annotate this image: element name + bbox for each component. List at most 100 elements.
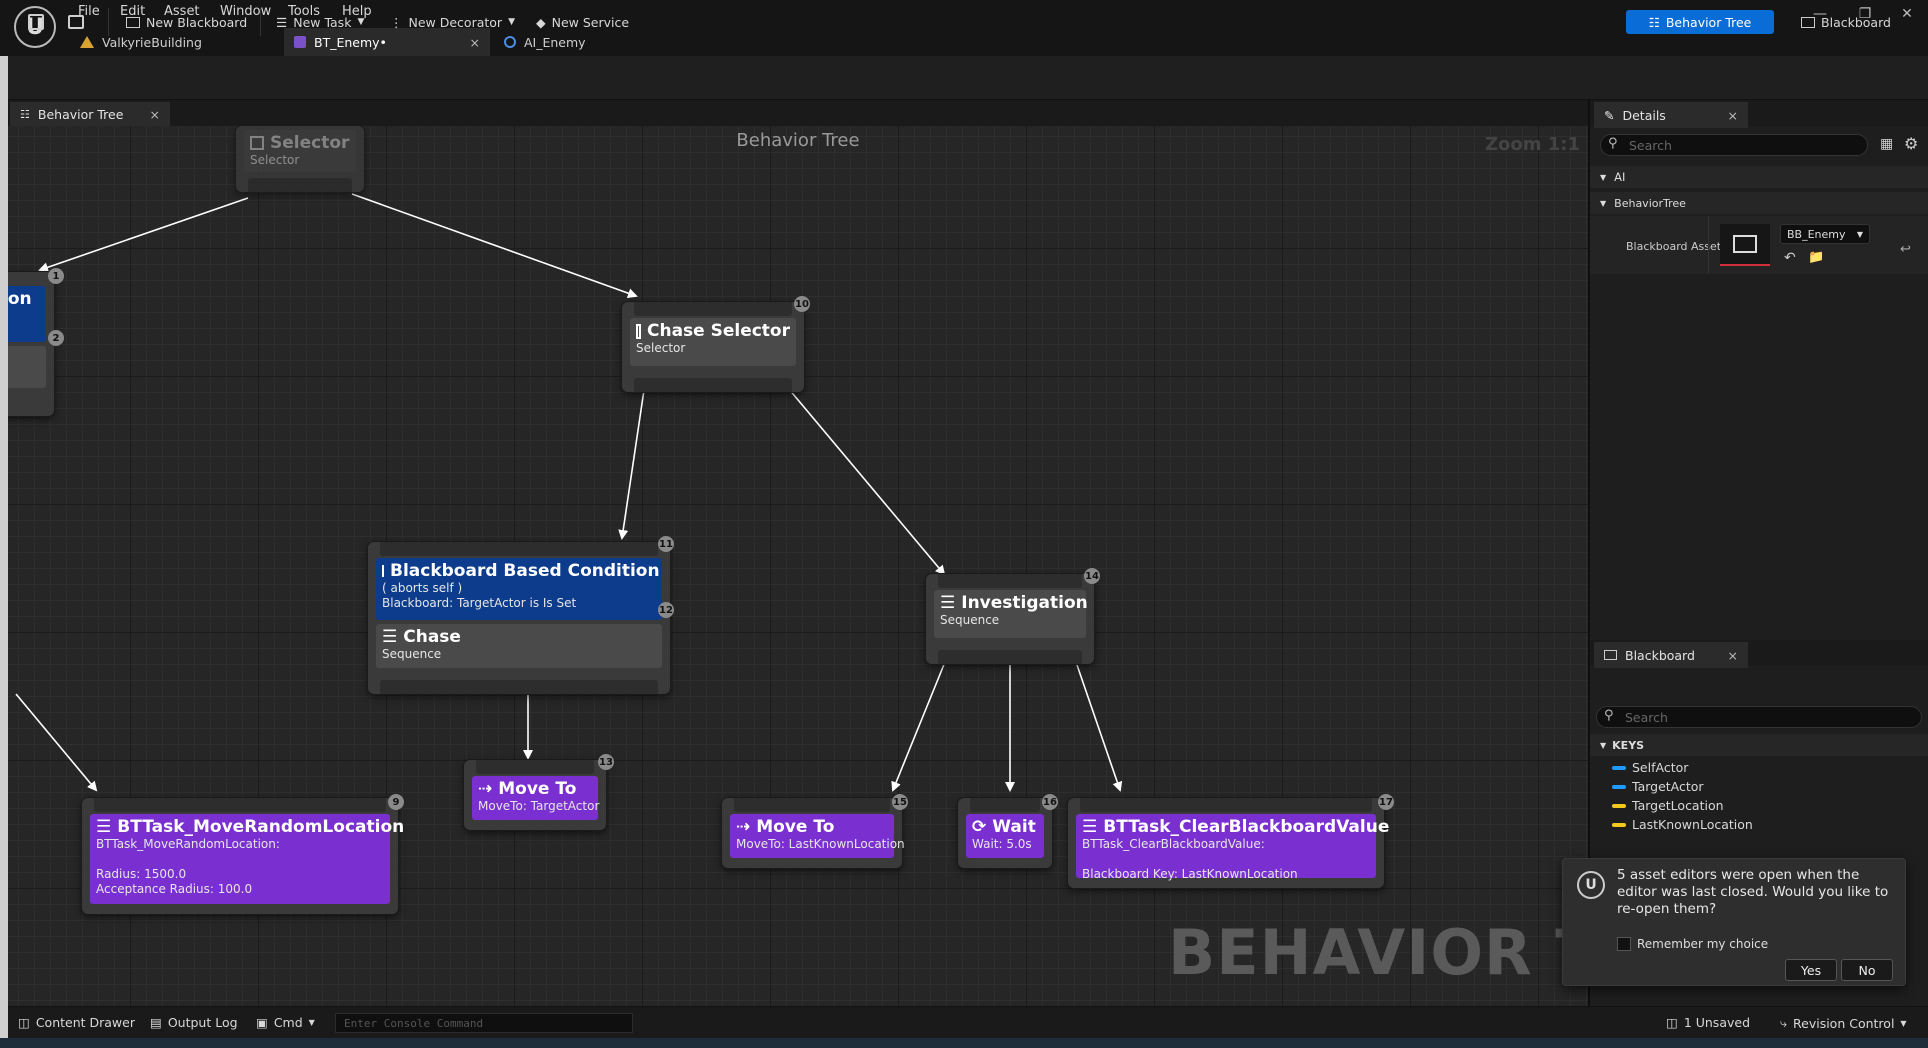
chevron-down-icon: ▼ [357,17,365,27]
close-tab-icon[interactable]: × [149,106,160,122]
close-tab-icon[interactable]: × [469,34,480,50]
behavior-tree-mode-button[interactable]: ☷ Behavior Tree [1626,10,1774,34]
close-window-icon[interactable]: ✕ [1901,6,1913,22]
save-icon[interactable] [22,10,50,34]
decorator-description: Blackboard: TargetActor is Is Set [382,596,577,610]
unsaved-button[interactable]: ◫ 1 Unsaved [1666,1015,1750,1030]
key-target-location[interactable]: TargetLocation [1612,796,1753,815]
menu-tools[interactable]: Tools [288,4,321,19]
doc-tab-ai-enemy[interactable]: AI_Enemy [494,28,694,56]
blackboard-icon [1801,16,1816,28]
node-title: BTTask_MoveRandomLocation [117,817,405,837]
new-task-label: New Task [293,14,352,30]
blackboard-mode-label: Blackboard [1821,14,1891,30]
keys-header[interactable]: ▼ KEYS [1590,734,1928,756]
asset-thumbnail[interactable] [1720,224,1770,266]
use-selected-icon[interactable]: ↶ [1784,250,1796,266]
details-search-input[interactable]: Search [1600,134,1868,156]
close-tab-icon[interactable]: × [1727,107,1738,123]
key-last-known-location[interactable]: LastKnownLocation [1612,815,1753,834]
new-blackboard-button[interactable]: New Blackboard [120,10,253,34]
blackboard-mode-button[interactable]: Blackboard [1796,10,1896,34]
node-description: BTTask_MoveRandomLocation: [96,837,280,851]
task-icon: ☰ [1082,817,1098,837]
tab-details[interactable]: ✎ Details × [1594,102,1748,128]
decorator-abort-mode: ( aborts self ) [382,581,463,595]
node-wait[interactable]: ⟳Wait Wait: 5.0s [958,798,1052,868]
new-service-button[interactable]: ◆ New Service [530,10,635,34]
node-title: Investigation [961,593,1088,613]
tab-behavior-tree[interactable]: ☷ Behavior Tree × [10,102,170,126]
table-view-icon[interactable]: ▦ [1880,136,1894,152]
node-move-to-last-known[interactable]: ⇢Move To MoveTo: LastKnownLocation [722,798,905,868]
gear-icon[interactable]: ⚙ [1904,134,1919,153]
new-service-label: New Service [551,14,630,30]
category-ai[interactable]: ▼ AI [1590,166,1928,188]
tab-blackboard[interactable]: Blackboard × [1594,642,1748,668]
doc-tab-valkyrie[interactable]: ValkyrieBuilding [70,28,280,56]
key-self-actor[interactable]: SelfActor [1612,758,1753,777]
doc-tab-bt-enemy[interactable]: BT_Enemy• × [284,28,490,56]
category-behavior-tree[interactable]: ▼ BehaviorTree [1590,192,1928,214]
node-clear-blackboard-value[interactable]: ☰BTTask_ClearBlackboardValue BTTask_Clea… [1068,798,1389,888]
toast-message: 5 asset editors were open when the edito… [1617,867,1889,917]
unsaved-label: 1 Unsaved [1683,1015,1751,1030]
node-investigation[interactable]: ☰Investigation Sequence [926,574,1094,664]
node-subtitle: Sequence [940,613,1000,627]
node-title: Wait [992,817,1036,837]
execution-index-badge: 14 [1084,568,1100,584]
node-left-partial[interactable]: ion [8,272,54,416]
blackboard-search-input[interactable]: Search [1596,706,1922,728]
combo-value: BB_Enemy [1787,227,1846,241]
node-title: Chase [403,627,461,647]
node-move-random-location[interactable]: ☰BTTask_MoveRandomLocation BTTask_MoveRa… [82,798,404,914]
sequence-icon: ☰ [382,627,398,647]
blackboard-icon [382,565,384,577]
menu-help[interactable]: Help [342,4,372,19]
node-move-to-target[interactable]: ⇢Move To MoveTo: TargetActor [464,760,606,830]
chevron-down-icon: ▼ [1900,1018,1907,1028]
key-target-actor[interactable]: TargetActor [1612,777,1753,796]
execution-index-badge: 17 [1378,794,1394,810]
level-icon [80,36,94,48]
remember-choice-checkbox[interactable]: Remember my choice [1617,937,1768,951]
browse-asset-icon[interactable]: 📁 [1808,250,1825,265]
key-name: TargetLocation [1632,798,1724,813]
decorator-blackboard-condition[interactable]: Blackboard Based Condition ( aborts self… [376,558,662,620]
content-drawer-button[interactable]: ◫ Content Drawer [18,1015,135,1030]
search-icon: ⚲ [1604,708,1614,723]
revision-control-button[interactable]: ⤷ Revision Control ▼ [1780,1015,1907,1031]
pencil-icon: ✎ [1604,107,1615,123]
behavior-tree-graph[interactable]: Behavior Tree Zoom 1:1 BEHAVIOR TREE Sel… [8,126,1588,1006]
node-subtitle: MoveTo: LastKnownLocation [736,837,905,851]
reset-to-default-icon[interactable]: ↩ [1900,242,1911,257]
unreal-logo-icon: U [1577,871,1605,899]
no-button[interactable]: No [1841,959,1893,981]
blackboard-asset-combo[interactable]: BB_Enemy ▼ [1780,224,1870,244]
new-task-button[interactable]: ☰ New Task ▼ [270,10,370,34]
restore-icon[interactable]: ❐ [1858,6,1872,22]
chevron-down-icon: ▼ [1600,172,1607,182]
close-tab-icon[interactable]: × [1727,647,1738,663]
console-command-input[interactable]: Enter Console Command [335,1013,633,1033]
new-decorator-button[interactable]: ⋮ New Decorator ▼ [384,10,521,34]
menu-window[interactable]: Window [220,4,272,19]
unreal-logo-icon[interactable]: U [14,6,56,48]
minimize-icon[interactable]: — [1813,6,1827,22]
toolbar-divider [260,8,261,36]
menu-edit[interactable]: Edit [120,4,146,19]
node-chase-sequence[interactable]: Blackboard Based Condition ( aborts self… [368,542,670,694]
cmd-dropdown[interactable]: ▣ Cmd ▼ [256,1015,315,1030]
execution-index-badge: 16 [1042,794,1058,810]
output-log-button[interactable]: ▤ Output Log [150,1015,238,1030]
browse-icon[interactable] [62,10,90,34]
yes-button[interactable]: Yes [1785,959,1837,981]
menu-asset[interactable]: Asset [164,4,200,19]
status-bar [8,1006,1928,1038]
execution-index-badge: 15 [892,794,908,810]
vector-type-marker [1612,822,1626,827]
content-drawer-icon: ◫ [18,1015,30,1030]
node-chase-selector[interactable]: Chase Selector Selector [622,302,804,392]
connection-line [618,389,645,540]
node-root-selector[interactable]: Selector Selector [236,126,364,192]
